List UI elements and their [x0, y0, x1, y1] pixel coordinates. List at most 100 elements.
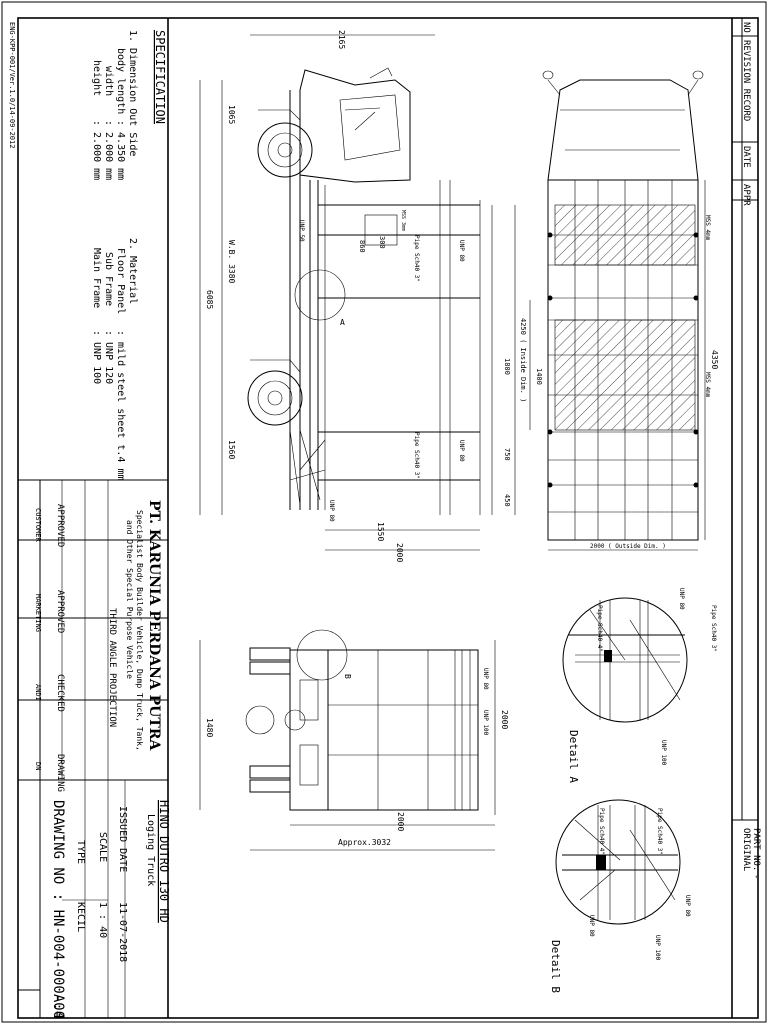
revision-strip — [731, 18, 758, 1018]
dim-1400: 1400 — [535, 368, 543, 385]
revision-header-record: REVISION RECORD — [741, 40, 751, 121]
label-unp100: UNP 100 — [482, 710, 489, 736]
dim-300: 300 — [378, 236, 386, 249]
revision-header-appr: APPR — [741, 184, 751, 206]
revision-header-date: DATE — [741, 146, 751, 168]
dim-rear-overhang: 1560 — [227, 440, 236, 459]
detail-a-label: Pipe Sch40 3" — [710, 605, 717, 652]
spec-dim-label: height — [91, 60, 102, 96]
label-unp80: UNP 80 — [328, 500, 335, 522]
status-checked: CHECKED — [55, 674, 65, 712]
spec-material-value: : UNP 100 — [91, 330, 102, 384]
rear-view — [199, 629, 496, 851]
dim-1480: 1480 — [205, 718, 214, 737]
role-customer: CUSTOMER — [34, 508, 42, 543]
detail-a — [562, 597, 688, 723]
scale-value: 1 : 40 — [97, 902, 108, 938]
dim-1800: 1800 — [503, 358, 511, 375]
type-label: TYPE — [75, 840, 86, 864]
spec-dim-label: body length — [115, 48, 126, 114]
role-drafter: DN — [34, 762, 42, 770]
role-checker: ANDI — [34, 684, 42, 701]
label-pipe-sch40: Pipe Sch40 3" — [413, 235, 420, 282]
side-view: A — [199, 34, 531, 551]
original-part-value: - — [751, 874, 761, 879]
specification-title: SPECIFICATION — [153, 30, 167, 124]
detail-a-label: UNP 100 — [660, 740, 667, 766]
detail-b-label: UNP 80 — [684, 895, 691, 917]
label-mss-mid: MSS 4mm — [704, 372, 711, 398]
dim-outside-width: 2000 ( Outside Dim. ) — [590, 543, 666, 550]
dim-rear-height: 2000 — [500, 710, 509, 729]
drawing-number: DRAWING NO : HN-004-000-00 — [50, 800, 66, 1019]
status-approved: APPROVED — [55, 504, 65, 547]
status-drawing: DRAWING — [55, 754, 65, 792]
spec-material-label: Sub Frame — [103, 252, 114, 306]
spec-material-value: : mild steel sheet t.4 mm — [115, 330, 126, 481]
spec-material-value: : UNP 120 — [103, 330, 114, 384]
drawing-frame — [17, 17, 759, 1019]
detail-b-label: UNP 80 — [588, 915, 595, 937]
detail-b-label: Pipe Sch40 4" — [598, 808, 605, 855]
dim-2000-side: 2000 — [395, 543, 404, 562]
dim-approx-width: Approx.3032 — [338, 838, 391, 847]
dim-overall-length: 6085 — [205, 290, 214, 309]
title-block — [18, 18, 169, 1018]
issued-date-value: 11-07-2018 — [117, 902, 128, 962]
top-view — [542, 70, 706, 551]
label-unp80: UNP 80 — [482, 668, 489, 690]
original-part-label: ORIGINAL — [741, 828, 751, 871]
revision-header-no: NO — [741, 22, 751, 33]
label-mss-top: MSS 4mm — [704, 215, 711, 241]
dim-inside-length: 4250 ( Inside Dim. ) — [519, 318, 527, 402]
role-marketing: MARKETING — [34, 594, 42, 632]
status-approved: APPROVED — [55, 590, 65, 633]
product-subtitle: Loging Truck — [145, 814, 156, 886]
spec-dim-value: : 2.000 mm — [91, 120, 102, 180]
spec-material-label: Floor Panel — [115, 248, 126, 314]
label-mss: MSS 3mm — [400, 210, 406, 231]
material-heading: 2. Material — [127, 238, 138, 304]
company-name: PT. KARUNIA PERDANA PUTRA — [146, 500, 162, 751]
company-tagline: and Other Special Purpose Vehicle — [125, 520, 134, 679]
spec-dim-value: : 2.000 mm — [103, 120, 114, 180]
detail-a-marker: A — [340, 318, 345, 327]
detail-a-title: Detail A — [567, 730, 580, 783]
detail-b-label: UNP 100 — [654, 935, 661, 961]
detail-a-label: Pipe Sch40 4" — [596, 605, 603, 652]
type-value: KECIL — [75, 902, 86, 932]
detail-b — [555, 799, 681, 925]
scale-label: SCALE — [97, 832, 108, 862]
dim-450: 450 — [503, 494, 511, 507]
document-code: ENG-KPP-001/Ver.1.0/14-09-2012 — [8, 22, 16, 148]
specification-block: SPECIFICATION 1. Dimension Out Side body… — [91, 30, 167, 481]
label-unp80: UNP 80 — [458, 240, 465, 262]
dimension-heading: 1. Dimension Out Side — [127, 30, 138, 156]
original-part-label: PART NO. — [751, 828, 761, 871]
dim-750: 750 — [503, 448, 511, 461]
dim-rear-width: 2000 — [396, 812, 405, 831]
sheet-size: A.4 — [50, 994, 66, 1019]
dim-1550: 1550 — [376, 522, 385, 541]
projection-label: THIRD ANGLE PROJECTION — [107, 608, 117, 727]
product-title: HINO DUTRO 130 HD — [157, 800, 171, 923]
dim-front-overhang: 1065 — [227, 105, 236, 124]
label-pipe-sch40: Pipe Sch40 3" — [413, 432, 420, 479]
company-tagline: Specialist Body Builder Vehicle, Dump Tr… — [135, 510, 144, 751]
spec-dim-value: : 4.350 mm — [115, 120, 126, 180]
spec-dim-label: width — [103, 66, 114, 96]
spec-material-label: Main Frame — [91, 248, 102, 308]
detail-b-label: Pipe Sch40 3" — [656, 808, 663, 855]
detail-a-label: UNP 80 — [678, 588, 685, 610]
issued-date-label: ISSUED DATE — [117, 806, 128, 872]
label-unp80: UNP 80 — [458, 440, 465, 462]
dim-body-length: 4350 — [710, 350, 719, 369]
detail-b-marker: B — [343, 674, 352, 679]
dim-top-length: 2165 — [337, 30, 346, 49]
dim-860: 860 — [358, 240, 366, 253]
detail-b-title: Detail B — [549, 940, 562, 993]
label-unp50: UNP 50 — [298, 220, 305, 242]
dim-wheelbase: W.B. 3380 — [227, 240, 236, 284]
